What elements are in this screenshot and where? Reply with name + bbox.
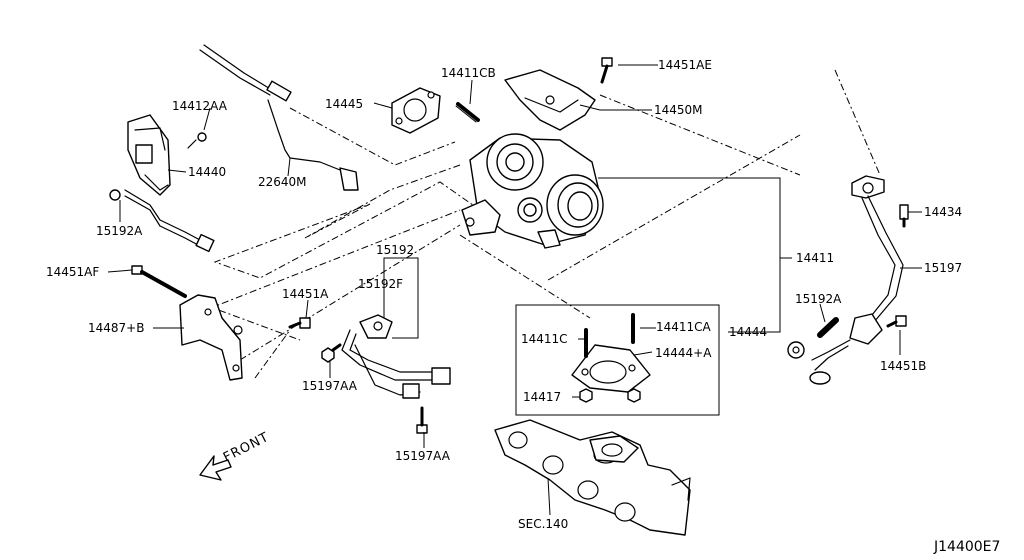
gasket-14445 bbox=[391, 87, 441, 134]
label-14411: 14411 bbox=[796, 251, 834, 265]
part-labels: 14411CB 14451AE 14445 14450M 14412AA 144… bbox=[46, 58, 1000, 555]
label-14444a: 14444+A bbox=[655, 346, 712, 360]
water-pipe-15192 bbox=[341, 314, 451, 399]
label-14451ae: 14451AE bbox=[658, 58, 712, 72]
label-front: FRONT bbox=[221, 430, 272, 466]
bolt-14412aa bbox=[187, 132, 207, 149]
leader-lines bbox=[107, 64, 922, 516]
oil-pipe-left bbox=[109, 189, 215, 253]
label-14411cb: 14411CB bbox=[441, 66, 496, 80]
turbocharger-14411 bbox=[461, 133, 604, 249]
bolt-14451b bbox=[886, 315, 907, 328]
label-22640m: 22640M bbox=[258, 175, 307, 189]
stud-14411cb bbox=[455, 102, 480, 123]
bolts-15197aa bbox=[321, 343, 428, 434]
label-15192a-left: 15192A bbox=[96, 224, 143, 238]
heat-shield-14450m bbox=[504, 69, 596, 131]
front-direction-arrow bbox=[199, 455, 232, 481]
eye-bolt-15192a bbox=[787, 317, 839, 359]
label-14451b: 14451B bbox=[880, 359, 926, 373]
label-14411ca: 14411CA bbox=[656, 320, 712, 334]
oil-pipe-15197 bbox=[809, 175, 904, 385]
label-14445: 14445 bbox=[325, 97, 363, 111]
bolt-14434 bbox=[899, 204, 909, 228]
label-14412aa: 14412AA bbox=[172, 99, 228, 113]
label-15197aa-a: 15197AA bbox=[302, 379, 358, 393]
label-15192a-right: 15192A bbox=[795, 292, 842, 306]
bolt-14451ae bbox=[600, 57, 613, 84]
bracket-14487b bbox=[131, 265, 243, 381]
label-15192f: 15192F bbox=[358, 277, 403, 291]
gasket-set-box bbox=[515, 304, 720, 416]
label-15197aa-b: 15197AA bbox=[395, 449, 451, 463]
label-sec140: SEC.140 bbox=[518, 517, 568, 531]
gasket-14444a bbox=[571, 344, 651, 393]
label-15192: 15192 bbox=[376, 243, 414, 257]
exhaust-manifold bbox=[494, 419, 691, 536]
label-14451a: 14451A bbox=[282, 287, 329, 301]
label-14417: 14417 bbox=[523, 390, 561, 404]
nuts-14417 bbox=[579, 388, 641, 403]
actuator-14440 bbox=[127, 114, 171, 196]
diagram-code: J14400E7 bbox=[933, 539, 1000, 555]
sensor-cable-22640m bbox=[199, 44, 359, 191]
studs-14411c bbox=[584, 313, 635, 358]
label-14487b: 14487+B bbox=[88, 321, 144, 335]
label-14451af: 14451AF bbox=[46, 265, 99, 279]
label-15197: 15197 bbox=[924, 261, 962, 275]
label-14411c: 14411C bbox=[521, 332, 568, 346]
reference-lines bbox=[179, 69, 881, 379]
label-14434: 14434 bbox=[924, 205, 962, 219]
bolt-14451a bbox=[288, 317, 311, 329]
label-14450m: 14450M bbox=[654, 103, 703, 117]
label-14444: 14444 bbox=[729, 325, 767, 339]
label-14440: 14440 bbox=[188, 165, 226, 179]
